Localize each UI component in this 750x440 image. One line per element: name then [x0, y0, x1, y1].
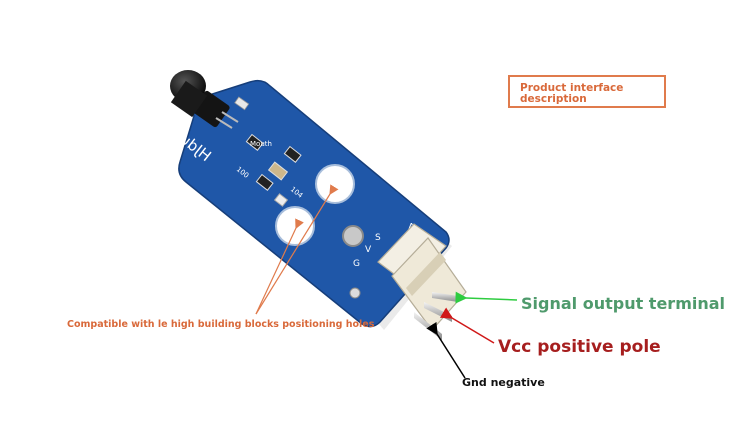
- positioning-holes-label: Compatible with le high building blocks …: [67, 319, 375, 330]
- gnd-negative-label: Gnd negative: [462, 376, 545, 389]
- flame-sensor-led: [170, 70, 239, 129]
- holes-pointer-line-2: [255, 184, 339, 315]
- indicator-led: [234, 96, 250, 111]
- signal-pointer-line: [455, 291, 518, 304]
- vcc-pole-label: Vcc positive pole: [498, 337, 661, 357]
- silk-mouth: Mouth: [250, 140, 272, 148]
- vcc-pointer-line: [439, 307, 495, 344]
- pin-header-connector: [377, 223, 467, 331]
- silk-pin-s: S: [375, 233, 381, 243]
- silk-pin-g: G: [353, 259, 360, 269]
- callout-box: Product interface description: [508, 75, 666, 108]
- gnd-pointer-line: [426, 321, 466, 379]
- smd-components: [245, 133, 302, 207]
- callout-title: Product interface description: [520, 82, 624, 105]
- silk-pin-v: V: [365, 245, 372, 255]
- holes-pointer-line-1: [255, 218, 304, 315]
- signal-terminal-label: Signal output terminal: [521, 294, 726, 313]
